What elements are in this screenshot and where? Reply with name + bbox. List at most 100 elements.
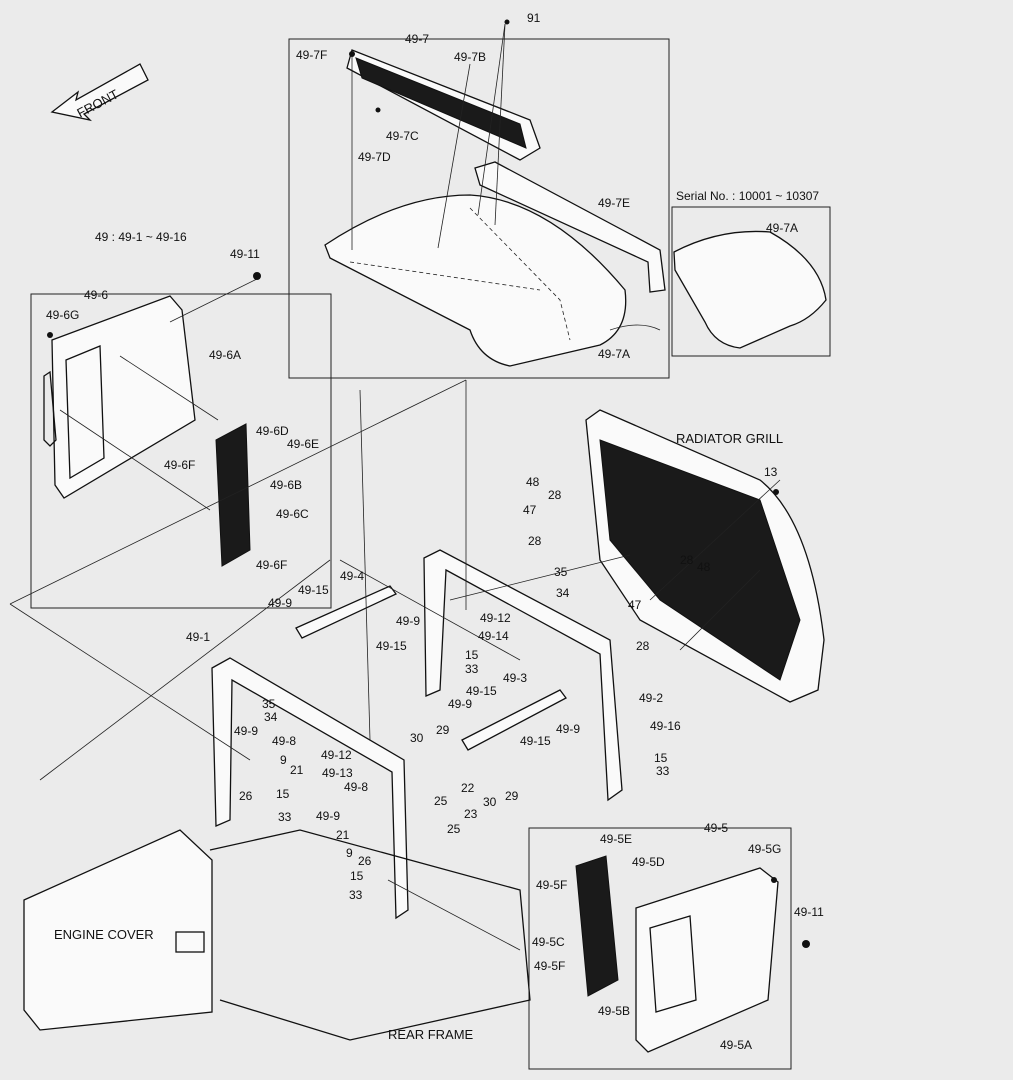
label-49-9a: 49-9 — [268, 596, 292, 610]
label-49-5C: 49-5C — [532, 935, 565, 949]
label-33a: 33 — [465, 662, 479, 676]
label-48b: 48 — [697, 560, 711, 574]
group-box-49-5 — [528, 827, 792, 1070]
label-47b: 47 — [628, 598, 642, 612]
label-49-7B: 49-7B — [454, 50, 486, 64]
filter-49-6B — [215, 423, 251, 567]
label-49-6E: 49-6E — [287, 437, 319, 451]
label-49-11-top: 49-11 — [230, 247, 260, 261]
label-35b: 35 — [262, 697, 276, 711]
label-range: 49 : 49-1 ~ 49-16 — [95, 230, 187, 244]
label-serial: Serial No. : 10001 ~ 10307 — [676, 189, 819, 203]
label-49-6C: 49-6C — [276, 507, 309, 521]
label-26a: 26 — [239, 789, 253, 803]
label-49-9d: 49-9 — [556, 722, 580, 736]
label-radiator-grill: RADIATOR GRILL — [676, 431, 783, 446]
label-49-15c: 49-15 — [466, 684, 497, 698]
label-49-15d: 49-15 — [520, 734, 551, 748]
group-box-49-6 — [30, 293, 332, 609]
label-22: 22 — [461, 781, 475, 795]
label-49-6: 49-6 — [84, 288, 108, 302]
label-21a: 21 — [290, 763, 304, 777]
label-49-6B: 49-6B — [270, 478, 302, 492]
label-13: 13 — [764, 465, 778, 479]
label-49-16: 49-16 — [650, 719, 681, 733]
label-49-7D: 49-7D — [358, 150, 391, 164]
label-23: 23 — [464, 807, 478, 821]
label-34b: 34 — [264, 710, 278, 724]
engine-cover — [23, 829, 213, 1031]
label-21b: 21 — [336, 828, 350, 842]
label-49-7E: 49-7E — [598, 196, 630, 210]
label-49-6D: 49-6D — [256, 424, 289, 438]
side-door-49-5A — [635, 867, 779, 1053]
label-49-15b: 49-15 — [376, 639, 407, 653]
label-49-11-bot: 49-11 — [794, 905, 824, 919]
label-35a: 35 — [554, 565, 568, 579]
label-33c: 33 — [278, 810, 292, 824]
label-47a: 47 — [523, 503, 537, 517]
label-49-5D: 49-5D — [632, 855, 665, 869]
label-30b: 30 — [483, 795, 497, 809]
label-9a: 9 — [280, 753, 287, 767]
label-34a: 34 — [556, 586, 570, 600]
group-box-serial-inset — [671, 206, 831, 357]
label-29b: 29 — [505, 789, 519, 803]
label-49-2: 49-2 — [639, 691, 663, 705]
label-30a: 30 — [410, 731, 424, 745]
label-49-7A-inset: 49-7A — [766, 221, 798, 235]
label-49-6F-a: 49-6F — [164, 458, 195, 472]
label-49-8b: 49-8 — [344, 780, 368, 794]
label-28c: 28 — [680, 553, 694, 567]
label-49-3: 49-3 — [503, 671, 527, 685]
label-49-15a: 49-15 — [298, 583, 329, 597]
label-49-5G: 49-5G — [748, 842, 781, 856]
label-49-9e: 49-9 — [234, 724, 258, 738]
rear-frame — [209, 829, 531, 1041]
label-engine-cover: ENGINE COVER — [54, 927, 154, 942]
leader-lines — [9, 23, 781, 951]
top-cover-49-7A — [324, 194, 627, 367]
inset-cover-49-7A — [673, 230, 827, 349]
part-labels: 91 49-7 49-7F 49-7B 49-7C 49-7D 49-7E 49… — [46, 11, 824, 1052]
label-49-6G: 49-6G — [46, 308, 79, 322]
label-28d: 28 — [636, 639, 650, 653]
label-49-7A: 49-7A — [598, 347, 630, 361]
top-grill-49-7B — [346, 49, 541, 161]
label-25a: 25 — [434, 794, 448, 808]
callout-arrow-inset — [609, 324, 661, 331]
rail-49-7E — [474, 161, 666, 293]
label-49-5E: 49-5E — [600, 832, 632, 846]
label-49-9c: 49-9 — [448, 697, 472, 711]
radiator-grill — [585, 409, 825, 703]
label-49-6A: 49-6A — [209, 348, 241, 362]
side-door-49-6A — [43, 295, 196, 499]
label-48a: 48 — [526, 475, 540, 489]
label-49-6F-b: 49-6F — [256, 558, 287, 572]
frame-49-2 — [423, 549, 623, 802]
label-49-5F-b: 49-5F — [534, 959, 565, 973]
label-rear-frame: REAR FRAME — [388, 1027, 474, 1042]
label-49-9f: 49-9 — [316, 809, 340, 823]
group-box-49-7 — [288, 38, 670, 379]
label-49-5F-a: 49-5F — [536, 878, 567, 892]
filter-49-5B — [575, 855, 619, 997]
label-28b: 28 — [528, 534, 542, 548]
label-15b: 15 — [654, 751, 668, 765]
label-15d: 15 — [350, 869, 364, 883]
label-91: 91 — [527, 11, 541, 25]
label-49-5: 49-5 — [704, 821, 728, 835]
label-15a: 15 — [465, 648, 479, 662]
label-49-14: 49-14 — [478, 629, 509, 643]
label-49-7F: 49-7F — [296, 48, 327, 62]
label-49-12a: 49-12 — [480, 611, 511, 625]
label-28a: 28 — [548, 488, 562, 502]
label-29a: 29 — [436, 723, 450, 737]
label-33b: 33 — [656, 764, 670, 778]
bolt-markers — [47, 19, 810, 948]
crossbar-49-4 — [295, 585, 397, 639]
label-49-13: 49-13 — [322, 766, 353, 780]
label-49-8a: 49-8 — [272, 734, 296, 748]
